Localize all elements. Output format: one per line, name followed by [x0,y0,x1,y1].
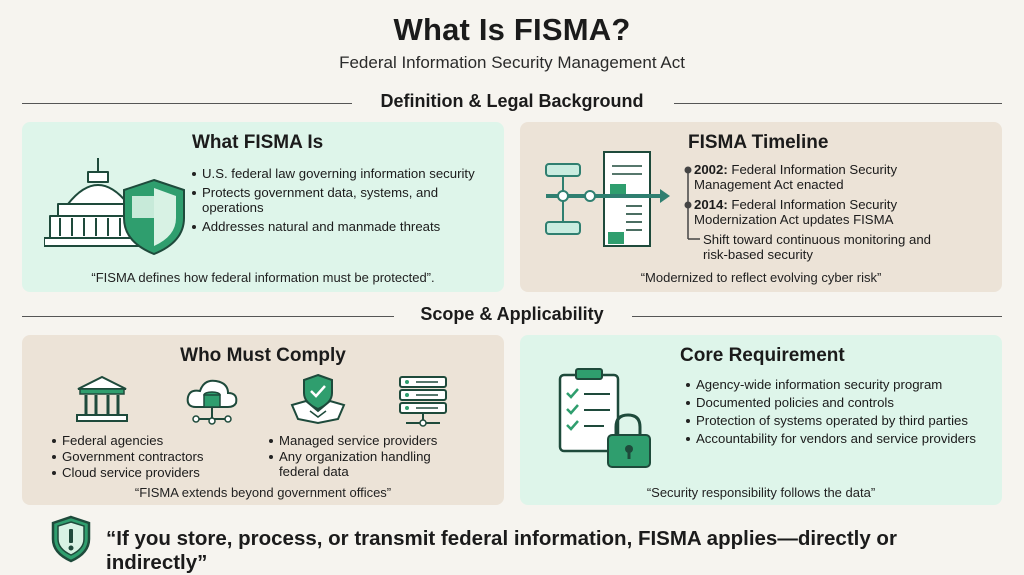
list-item: Addresses natural and manmade threats [190,219,490,234]
cloud-database-icon [186,379,238,425]
list-item: Accountability for vendors and service p… [684,431,976,446]
list-item: Protection of systems operated by third … [684,413,994,428]
checklist-lock-icon [558,368,651,468]
handshake-shield-icon [290,373,346,425]
what-fisma-is-list: U.S. federal law governing information s… [190,166,490,238]
section-label: Definition & Legal Background [380,91,644,111]
timeline-text: Federal Information Security Modernizati… [694,197,898,227]
divider-line [674,103,1002,105]
section-label: Scope & Applicability [420,304,604,324]
timeline-year: 2002: [694,162,728,177]
list-item: Cloud service providers [50,465,270,480]
panel-heading: Who Must Comply [180,345,346,366]
list-item: Agency-wide information security program [684,377,994,392]
document-timeline-icon [545,151,670,247]
list-item: Protects government data, systems, and o… [190,185,490,215]
what-fisma-is-panel: What FISMA Is U.S. federal law governing… [22,122,504,292]
core-requirement-list: Agency-wide information security program… [684,377,994,449]
capitol-icon [44,158,185,256]
panel-heading: What FISMA Is [192,132,324,153]
divider-line [22,103,352,105]
timeline: 2002: Federal Information Security Manag… [680,162,990,262]
panel-heading: FISMA Timeline [688,132,829,153]
page-title: What Is FISMA? [393,12,631,47]
timeline-text: Shift toward continuous monitoring and r… [703,232,931,262]
section-heading-scope: Scope & Applicability [22,304,1002,328]
shield-alert-icon [51,515,91,563]
divider-line [632,316,1002,318]
panel-quote: “FISMA defines how federal information m… [91,270,435,285]
panel-quote: “Security responsibility follows the dat… [646,485,876,500]
footer-text: “If you store, process, or transmit fede… [106,527,897,574]
timeline-item: 2014: Federal Information Security Moder… [694,197,974,227]
bank-icon [76,375,128,422]
panel-heading: Core Requirement [680,345,845,366]
who-list-right: Managed service providers Any organizati… [267,433,467,480]
panel-quote: “FISMA extends beyond government offices… [134,485,392,500]
shield-check-icon [123,178,185,256]
who-list-left: Federal agencies Government contractors … [50,433,270,481]
list-item: Any organization handling federal data [267,449,467,479]
timeline-text: Federal Information Security Management … [694,162,898,192]
list-item: Documented policies and controls [684,395,994,410]
list-item: Government contractors [50,449,270,464]
divider-line [22,316,394,318]
list-item: U.S. federal law governing information s… [190,166,490,181]
fisma-timeline-panel: FISMA Timeline 2002: Federal Information… [520,122,1002,292]
list-item: Federal agencies [50,433,270,448]
timeline-item: Shift toward continuous monitoring and r… [703,232,943,262]
footer-callout: “If you store, process, or transmit fede… [38,513,998,574]
timeline-item: 2002: Federal Information Security Manag… [694,162,974,192]
timeline-year: 2014: [694,197,728,212]
core-requirement-panel: Core Requirement Agency-wide information… [520,335,1002,505]
page-subtitle: Federal Information Security Management … [339,53,685,72]
timeline-line [684,166,700,240]
section-heading-definition: Definition & Legal Background [22,91,1002,115]
server-icon [399,376,447,427]
panel-quote: “Modernized to reflect evolving cyber ri… [640,270,882,285]
list-item: Managed service providers [267,433,467,448]
who-must-comply-panel: Who Must Comply Federal agencies [22,335,504,505]
